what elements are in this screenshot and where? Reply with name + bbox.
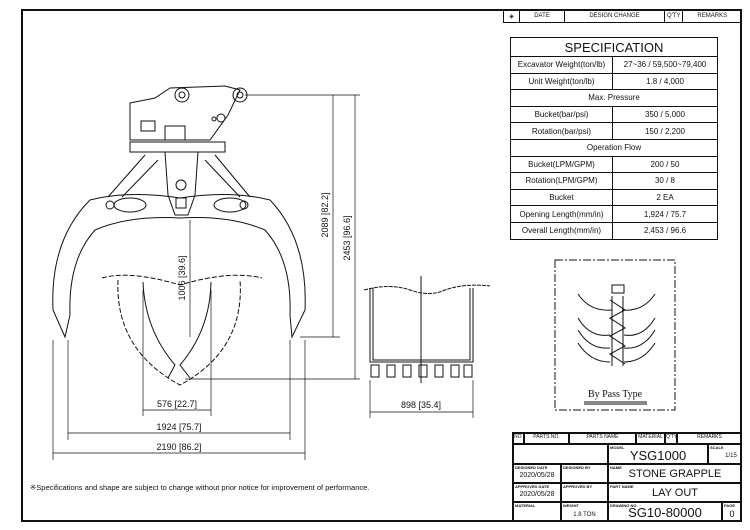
dimension-lines [52, 94, 360, 460]
drawing-no-value: SG10-80000 [628, 505, 702, 520]
revision-table: ◈ DATE DESIGN CHANGE Q'TY REMARKS [503, 9, 742, 23]
tb-label: APPROVED DATE [515, 484, 550, 489]
tb-label: APPROVED BY [563, 484, 593, 489]
tb-material-cell: MATERIAL [513, 502, 561, 521]
spec-row: Overall Length(mm/in)2,453 / 96.6 [510, 221, 718, 240]
tb-name-cell: NAME STONE GRAPPLE [608, 464, 742, 483]
spec-label: Unit Weight(ton/lb) [510, 72, 613, 91]
grapple-side-view [363, 276, 491, 418]
specification-table: SPECIFICATION Excavator Weight(ton/lb)27… [510, 37, 718, 240]
tb-approved-by-cell: APPROVED BY [561, 483, 608, 502]
revision-symbol-icon: ◈ [503, 9, 520, 23]
spec-row: Unit Weight(ton/lb)1.8 / 4,000 [510, 72, 718, 91]
spec-label: Bucket(LPM/GPM) [510, 155, 613, 174]
rev-col-qty: Q'TY [663, 9, 684, 23]
spec-section: Max. Pressure [510, 89, 718, 107]
spec-value: 150 / 2,200 [612, 122, 718, 140]
weight-value: 1.8 TON [573, 512, 596, 518]
model-value: YSG1000 [629, 448, 687, 463]
rev-col-date: DATE [519, 9, 565, 23]
dim-1006: 1006 [39.6] [177, 255, 187, 300]
tb-label: DRAWING NO. [610, 503, 638, 508]
designed-date-value: 2020/05/28 [519, 472, 555, 479]
tb-label: WEIGHT [563, 503, 579, 508]
spec-value: 350 / 5,000 [612, 105, 718, 124]
tb-col-remarks: REMARKS [677, 433, 742, 444]
spec-row: Opening Length(mm/in)1,924 / 75.7 [510, 205, 718, 223]
tb-label: MATERIAL [515, 503, 536, 508]
spec-label: Opening Length(mm/in) [510, 205, 613, 223]
tb-label: DESIGNED BY [563, 465, 591, 470]
spec-title: SPECIFICATION [510, 37, 718, 57]
tb-label: MODEL [610, 445, 625, 450]
tb-label: PART NAME [610, 484, 634, 489]
tb-weight-cell: WEIGHT 1.8 TON [561, 502, 608, 521]
tb-col-parts-no: PARTS NO. [524, 433, 569, 444]
spec-value: 1.8 / 4,000 [612, 72, 718, 91]
bypass-detail [554, 259, 676, 411]
tb-col-qty: Q'TY [665, 433, 677, 444]
spec-section: Operation Flow [510, 138, 718, 157]
approved-date-value: 2020/05/28 [519, 491, 555, 498]
part-name-value: LAY OUT [651, 487, 699, 499]
tb-part-name-cell: PART NAME LAY OUT [608, 483, 742, 502]
spec-row: Bucket(bar/psi)350 / 5,000 [510, 105, 718, 124]
tb-label: NAME [610, 465, 622, 470]
spec-value: 30 / 8 [612, 172, 718, 190]
spec-label: Rotation(LPM/GPM) [510, 172, 613, 190]
dim-2089: 2089 [82.2] [320, 192, 330, 237]
page-value: 0 [729, 509, 735, 519]
spec-value: 1,924 / 75.7 [612, 205, 718, 223]
tb-designed-by-cell: DESIGNED BY [561, 464, 608, 483]
grapple-front-view [52, 85, 306, 386]
tb-designed-date-cell: DESIGNED DATE 2020/05/28 [513, 464, 561, 483]
dim-2190: 2190 [86.2] [156, 442, 201, 452]
spec-value: 2 EA [612, 188, 718, 207]
tb-label: SCALE [710, 445, 724, 450]
tb-blank [513, 444, 608, 464]
disclaimer-note: ※Specifications and shape are subject to… [30, 483, 370, 492]
title-block: NO PARTS NO. PARTS NAME MATERIAL Q'TY RE… [512, 432, 742, 522]
tb-col-material: MATERIAL [636, 433, 665, 444]
tb-col-parts-name: PARTS NAME [569, 433, 636, 444]
name-value: STONE GRAPPLE [628, 468, 722, 480]
dim-898: 898 [35.4] [401, 400, 441, 410]
tb-approved-date-cell: APPROVED DATE 2020/05/28 [513, 483, 561, 502]
spec-row: Excavator Weight(ton/lb)27~36 / 59,500~7… [510, 56, 718, 74]
spec-label: Overall Length(mm/in) [510, 221, 613, 240]
spec-row: Rotation(bar/psi)150 / 2,200 [510, 122, 718, 140]
bypass-label: By Pass Type [588, 389, 643, 400]
tb-label: PAGE [724, 503, 736, 508]
dim-576: 576 [22.7] [157, 399, 197, 409]
spec-label: Rotation(bar/psi) [510, 122, 613, 140]
tb-model-cell: MODEL YSG1000 [608, 444, 708, 464]
rev-col-remarks: REMARKS [682, 9, 742, 23]
spec-value: 200 / 50 [612, 155, 718, 174]
tb-col-no: NO [513, 433, 524, 444]
spec-label: Bucket [510, 188, 613, 207]
tb-label: DESIGNED DATE [515, 465, 548, 470]
rev-col-design-change: DESIGN CHANGE [564, 9, 665, 23]
spec-label: Excavator Weight(ton/lb) [510, 56, 613, 74]
dim-2453: 2453 [96.6] [342, 215, 352, 260]
spec-row: Bucket(LPM/GPM)200 / 50 [510, 155, 718, 174]
scale-value: 1/15 [725, 453, 737, 459]
tb-drawing-no-cell: DRAWING NO.SG10-80000 [608, 502, 722, 521]
drawing-frame [21, 9, 742, 522]
spec-row: Rotation(LPM/GPM)30 / 8 [510, 172, 718, 190]
spec-value: 27~36 / 59,500~79,400 [612, 56, 718, 74]
spec-value: 2,453 / 96.6 [612, 221, 718, 240]
spec-label: Bucket(bar/psi) [510, 105, 613, 124]
dim-1924: 1924 [75.7] [156, 422, 201, 432]
